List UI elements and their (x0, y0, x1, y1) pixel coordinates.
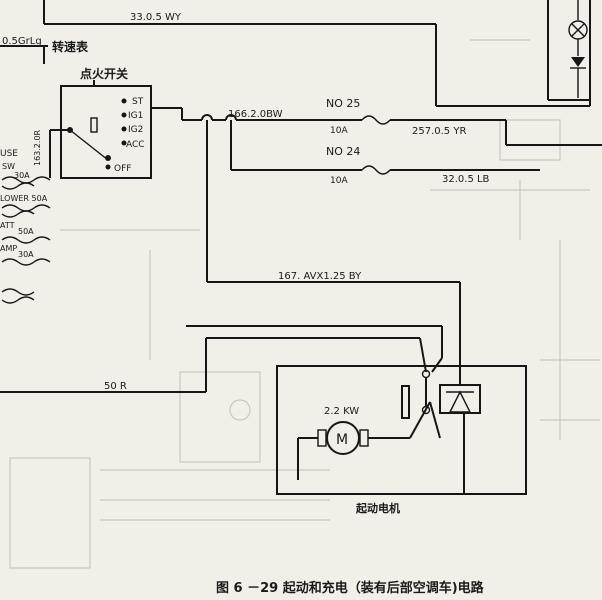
switch-pos-ig1: IG1 (128, 111, 143, 121)
figure-caption: 图 6 －29 起动和充电（装有后部空调车)电路 (216, 580, 485, 596)
fuse-block-label-30a: 30A (14, 171, 30, 180)
fuse-no24-label: NO 24 (326, 145, 360, 158)
fusible-link-icon (1, 210, 35, 218)
wire-tachometer: 0.5GrLg 转速表 (0, 36, 89, 64)
fusible-link-icon (1, 288, 35, 296)
fuse-no24: NO 24 10A 32.0.5 LB (326, 145, 540, 186)
fuse-no25-amp: 10A (330, 126, 348, 136)
starter-title: 起动电机 (355, 501, 400, 515)
solenoid-contact-icon (401, 385, 410, 419)
fusible-link-icon (1, 236, 51, 244)
wire-ignition-feed: 163.2.0R (33, 129, 70, 178)
faint-background-traces (9, 39, 600, 569)
indicator-lamp (568, 0, 588, 98)
fuse-block: USE SW 30A LOWER 50A ATT 50A AMP 30A (0, 149, 51, 304)
starter-motor: 2.2 KW M 起动电机 (276, 365, 527, 515)
switch-pos-st: ST (132, 97, 144, 107)
ignition-switch: 点火开关 ST IG1 IG2 ACC OFF (60, 66, 152, 179)
tachometer-label: 转速表 (52, 39, 89, 54)
relay-coil-icon (439, 384, 481, 414)
diode-icon (571, 57, 585, 67)
wire-label-grlg: 0.5GrLg (2, 36, 42, 47)
switch-pos-ig2: IG2 (128, 125, 143, 135)
wire-by: 167. AVX1.25 BY (206, 120, 461, 385)
switch-pos-acc: ACC (126, 140, 145, 150)
fuse-icon (361, 165, 391, 175)
fuse-no25: NO 25 10A 257.0.5 YR (326, 97, 602, 146)
wire-label-yr: 257.0.5 YR (412, 126, 466, 137)
switch-pos-off: OFF (114, 164, 131, 174)
wire-r: 50 R (0, 325, 443, 393)
fusible-link-icon (1, 296, 35, 304)
wire-label-wy: 33.0.5 WY (130, 12, 182, 23)
fusible-link-icon (1, 258, 51, 266)
wire-wy: 33.0.5 WY (43, 0, 591, 107)
fuse-block-label-50a: 50A (18, 227, 34, 236)
wire-bw: 166.2.0BW (151, 107, 362, 171)
fusible-link-icon (1, 182, 35, 190)
fuse-no24-amp: 10A (330, 176, 348, 186)
starter-power: 2.2 KW (324, 406, 359, 417)
motor-symbol: M (336, 432, 348, 448)
fuse-block-label-lower: LOWER 50A (0, 194, 48, 203)
fuse-icon (361, 115, 391, 125)
wire-label-r: 50 R (104, 381, 127, 392)
wire-label-by: 167. AVX1.25 BY (278, 271, 362, 282)
ignition-switch-title: 点火开关 (80, 66, 128, 81)
wire-label-ign-feed: 163.2.0R (33, 129, 42, 166)
fuse-block-label-sw: SW (2, 162, 15, 171)
motor-icon (326, 421, 360, 455)
wire-label-lb: 32.0.5 LB (442, 174, 490, 185)
fuse-no25-label: NO 25 (326, 97, 360, 110)
fuse-block-label-amp: AMP (0, 244, 17, 253)
wire-label-bw: 166.2.0BW (228, 109, 283, 120)
fusible-link-icon (1, 204, 51, 212)
switch-contact-icon (90, 117, 98, 133)
fuse-block-label-att: ATT (0, 221, 15, 230)
fuse-block-label-use: USE (0, 149, 18, 159)
fuse-block-label-30a-2: 30A (18, 250, 34, 259)
